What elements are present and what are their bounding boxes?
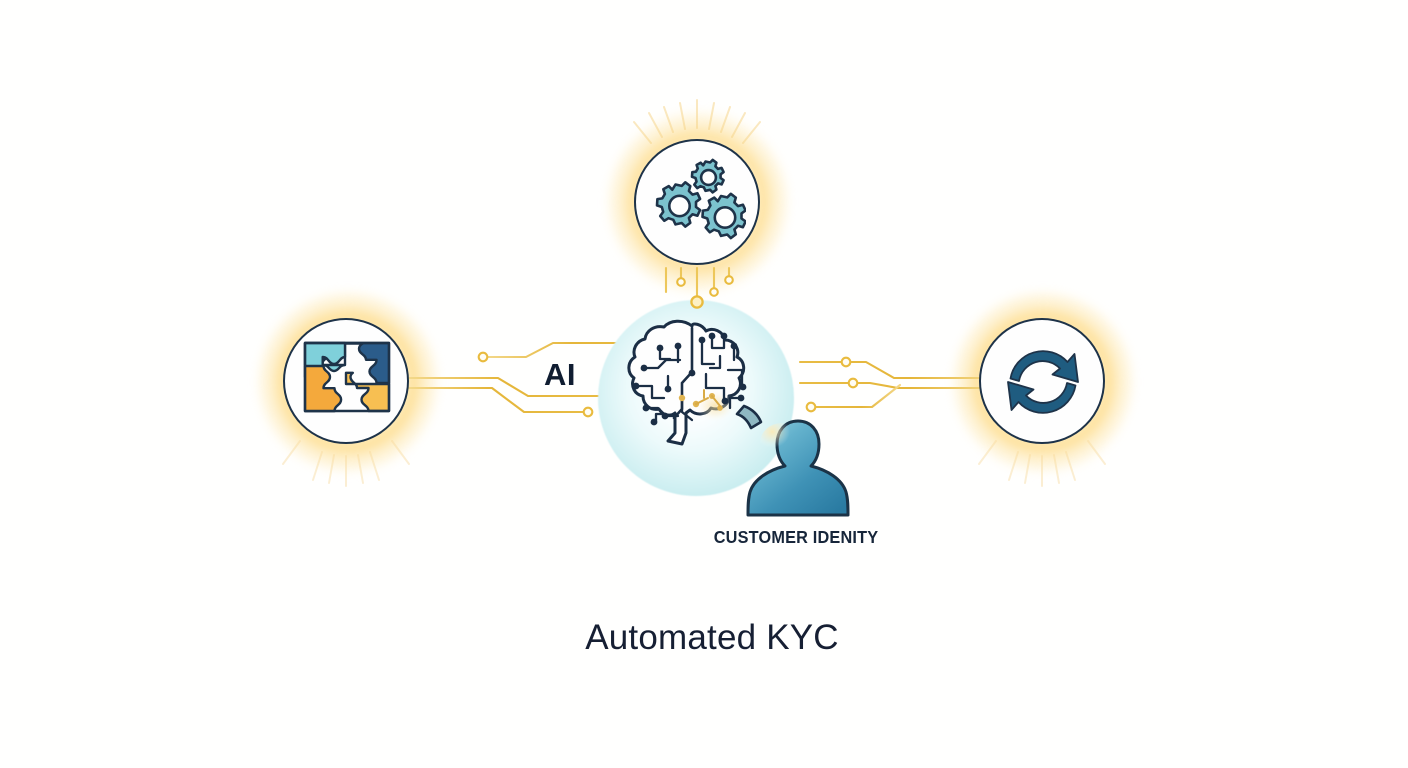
gears-icon xyxy=(648,155,747,251)
sync-arrows-icon xyxy=(996,335,1090,429)
sync-node-circle[interactable] xyxy=(979,318,1105,444)
sphere-top-connector-node xyxy=(690,295,704,309)
puzzle-pieces-icon xyxy=(302,340,392,424)
ai-brain-circuit-icon xyxy=(616,312,772,460)
customer-identity-label: CUSTOMER IDENITY xyxy=(713,527,879,547)
person-silhouette-icon xyxy=(742,417,854,522)
page-title: Automated KYC xyxy=(585,618,839,657)
ai-label: AI xyxy=(544,357,576,392)
